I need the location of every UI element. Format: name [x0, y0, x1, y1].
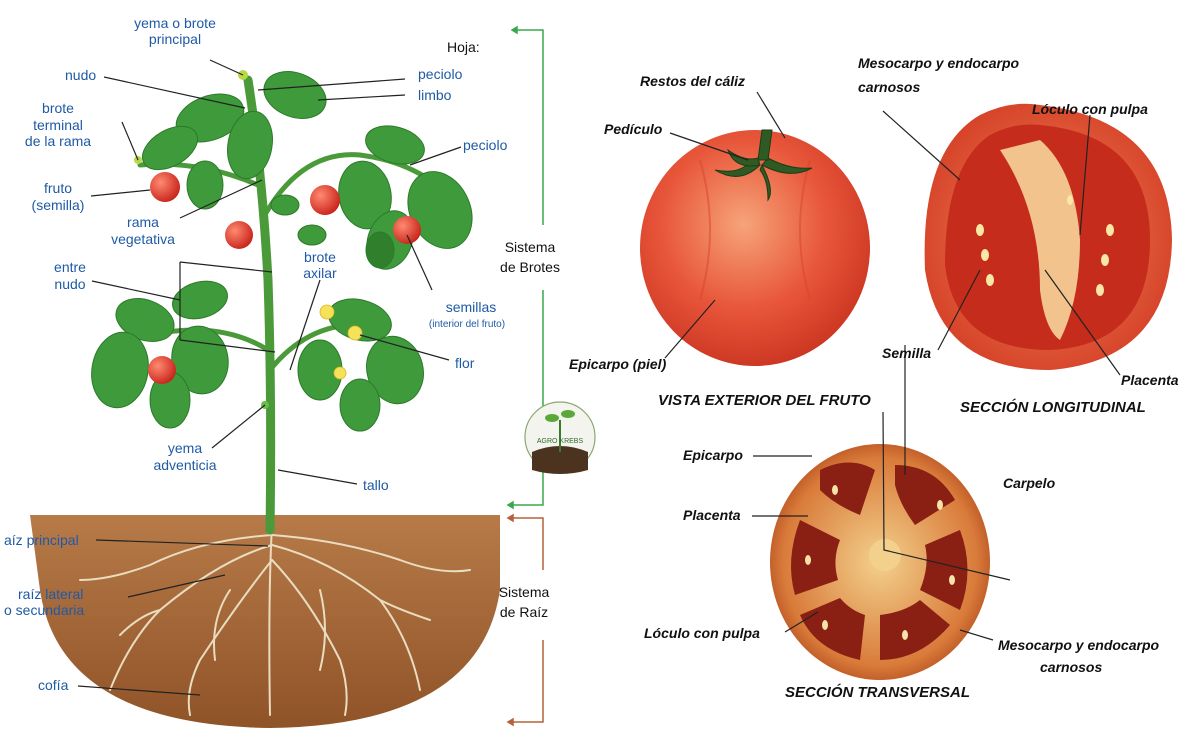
label-brote-terminal-1: brote	[42, 100, 74, 116]
label-brote-axilar-2: axilar	[303, 265, 337, 281]
longitudinal-section	[925, 104, 1172, 370]
label-brote-terminal-2: terminal	[33, 117, 83, 133]
label-epicarpo: Epicarpo	[683, 447, 743, 463]
label-raiz-lateral-1: raíz lateral	[18, 586, 83, 602]
label-seccion-long: SECCIÓN LONGITUDINAL	[960, 398, 1146, 416]
agrokrebs-logo: AGRO KREBS	[525, 402, 595, 474]
sistema-raiz-1: Sistema	[499, 584, 550, 600]
label-tallo: tallo	[363, 477, 389, 493]
label-seccion-trans: SECCIÓN TRANSVERSAL	[785, 683, 970, 701]
label-semilla: Semilla	[882, 345, 931, 361]
whole-tomato	[640, 130, 870, 366]
label-hoja: Hoja:	[447, 39, 480, 55]
label-flor: flor	[455, 355, 475, 371]
label-fruto-2: (semilla)	[32, 197, 85, 213]
label-peciolo-right: peciolo	[463, 137, 508, 153]
label-mesocarpo-top-1: Mesocarpo y endocarpo	[858, 55, 1019, 71]
label-rama-2: vegetativa	[111, 231, 175, 247]
label-placenta-long: Placenta	[1121, 372, 1179, 388]
label-peciolo-top: peciolo	[418, 66, 463, 82]
label-fruto-1: fruto	[44, 180, 72, 196]
label-loculo-bottom: Lóculo con pulpa	[644, 625, 760, 641]
label-mesocarpo-top-2: carnosos	[858, 79, 920, 95]
label-mesocarpo-bottom-2: carnosos	[1040, 659, 1102, 675]
label-carpelo: Carpelo	[1003, 475, 1056, 491]
label-mesocarpo-bottom-1: Mesocarpo y endocarpo	[998, 637, 1159, 653]
label-entre-nudo-1: entre	[54, 259, 86, 275]
transverse-section	[770, 444, 990, 680]
plant-illustration	[30, 63, 500, 728]
label-loculo-top: Lóculo con pulpa	[1032, 101, 1148, 117]
label-entre-nudo-2: nudo	[54, 276, 85, 292]
label-yema-principal-1: yema o brote	[134, 15, 216, 31]
label-pediculo: Pedículo	[604, 121, 663, 137]
label-yema-adventicia-2: adventicia	[153, 457, 216, 473]
sistema-raiz-2: de Raíz	[500, 604, 548, 620]
logo-text: AGRO KREBS	[537, 438, 584, 445]
label-yema-principal-2: principal	[149, 31, 201, 47]
label-raiz-lateral-2: o secundaria	[4, 602, 84, 618]
label-nudo: nudo	[65, 67, 96, 83]
leaves	[86, 63, 484, 431]
label-brote-axilar-1: brote	[304, 249, 336, 265]
label-semillas: semillas	[446, 299, 497, 315]
label-raiz-principal: aíz principal	[4, 532, 79, 548]
label-limbo: limbo	[418, 87, 452, 103]
label-semillas-sub: (interior del fruto)	[429, 319, 505, 330]
label-placenta-trans: Placenta	[683, 507, 741, 523]
label-yema-adventicia-1: yema	[168, 440, 202, 456]
label-cofia: cofía	[38, 677, 69, 693]
sistema-brotes-2: de Brotes	[500, 259, 560, 275]
label-rama-1: rama	[127, 214, 159, 230]
label-brote-terminal-3: de la rama	[25, 133, 91, 149]
sistema-brotes-1: Sistema	[505, 239, 556, 255]
sistema-raiz-bracket	[508, 515, 543, 725]
label-vista-exterior: VISTA EXTERIOR DEL FRUTO	[658, 392, 871, 409]
label-epicarpo-piel: Epicarpo (piel)	[569, 356, 667, 372]
label-restos-caliz: Restos del cáliz	[640, 73, 745, 89]
